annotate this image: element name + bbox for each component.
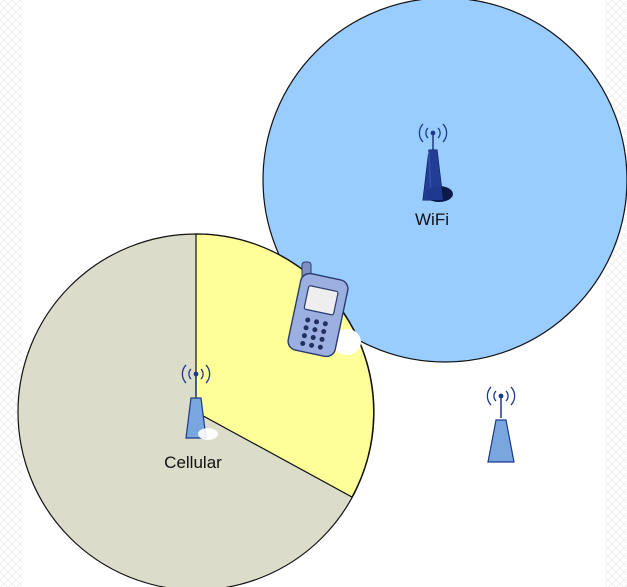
radio-tower-icon <box>486 386 516 463</box>
wifi-label: WiFi <box>415 210 449 229</box>
mobile-phone-icon <box>287 261 361 358</box>
left-edge-texture <box>0 0 22 587</box>
right-edge-texture <box>605 0 627 587</box>
cellular-label: Cellular <box>164 453 222 472</box>
wifi-coverage-area <box>262 0 627 363</box>
radio-tower-icon <box>181 364 218 440</box>
